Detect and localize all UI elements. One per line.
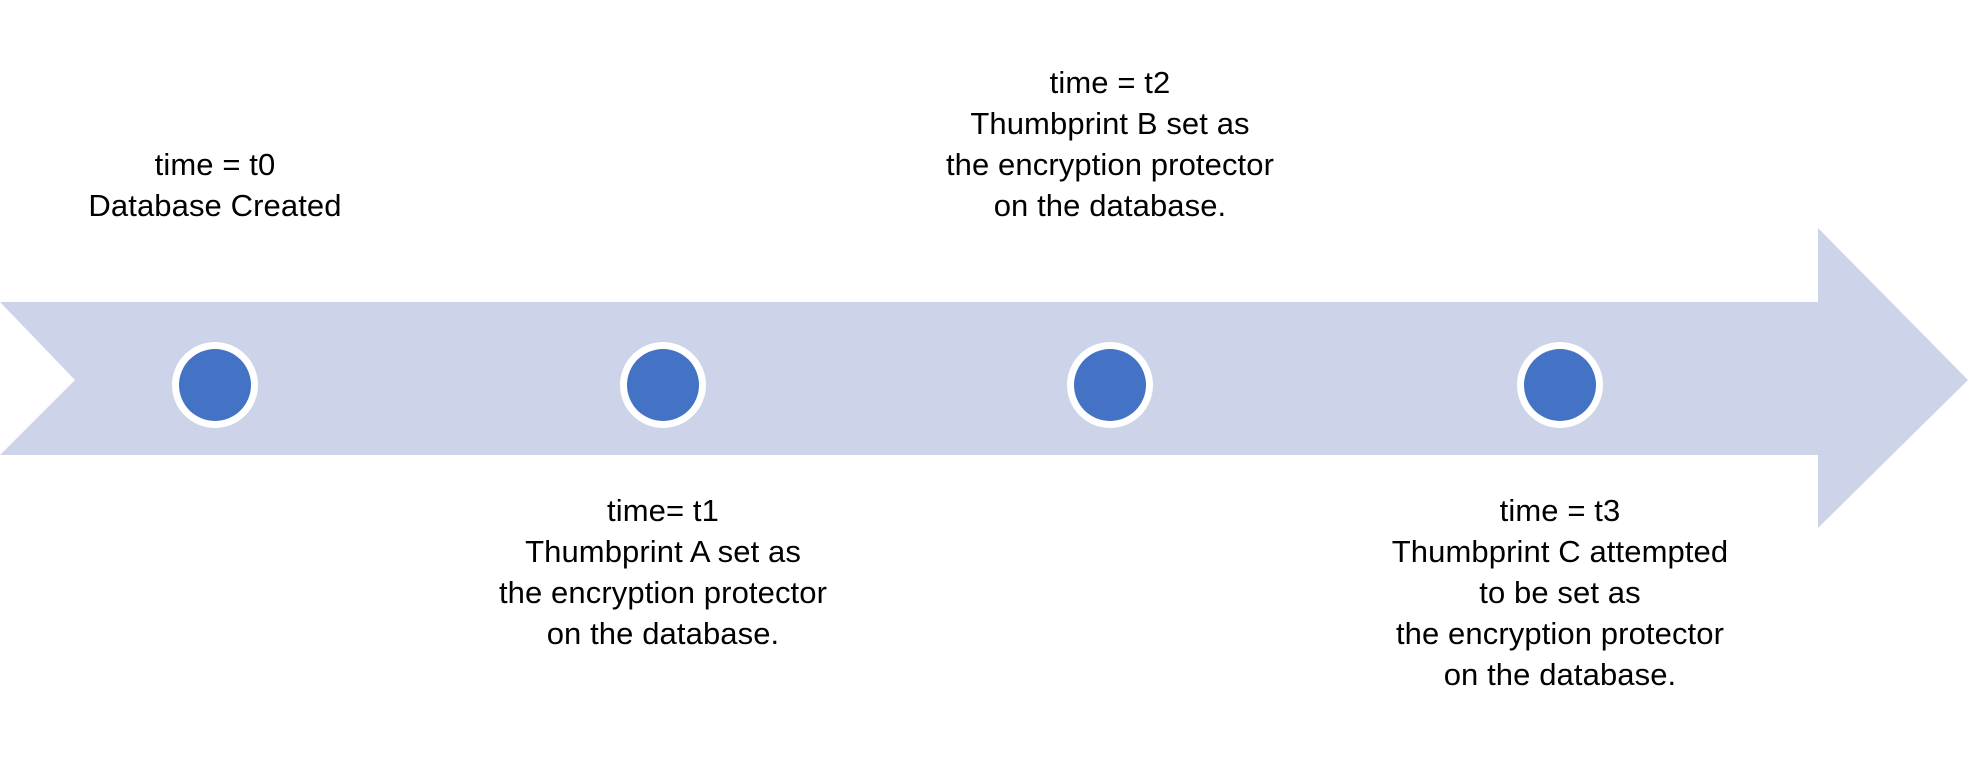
event-label-line: Database Created [88, 188, 342, 223]
timeline-marker-t0[interactable] [179, 349, 251, 421]
timeline-marker-t2[interactable] [1074, 349, 1146, 421]
event-label-line: to be set as [1479, 575, 1641, 610]
timeline-marker-t1[interactable] [627, 349, 699, 421]
arrow-shape [0, 228, 1968, 528]
event-label-t3: time = t3 Thumbprint C attempted to be s… [1392, 490, 1728, 695]
event-label-t1: time= t1 Thumbprint A set as the encrypt… [499, 490, 827, 654]
event-label-line: Thumbprint B set as [970, 106, 1250, 141]
timeline-marker-t3[interactable] [1524, 349, 1596, 421]
event-label-line: the encryption protector [945, 147, 1275, 182]
event-label-t2: time = t2 Thumbprint B set as the encryp… [946, 62, 1274, 226]
event-label-line: time = t3 [1499, 493, 1621, 528]
event-label-line: on the database. [1443, 657, 1677, 692]
event-label-line: the encryption protector [498, 575, 828, 610]
event-label-line: on the database. [546, 616, 780, 651]
event-label-line: time = t2 [1049, 65, 1171, 100]
event-label-t0: time = t0 Database Created [88, 144, 341, 226]
event-label-line: on the database. [993, 188, 1227, 223]
event-label-line: the encryption protector [1395, 616, 1725, 651]
event-label-line: time = t0 [154, 147, 276, 182]
event-label-line: Thumbprint C attempted [1391, 534, 1729, 569]
event-label-line: time= t1 [607, 493, 719, 528]
event-label-line: Thumbprint A set as [525, 534, 801, 569]
